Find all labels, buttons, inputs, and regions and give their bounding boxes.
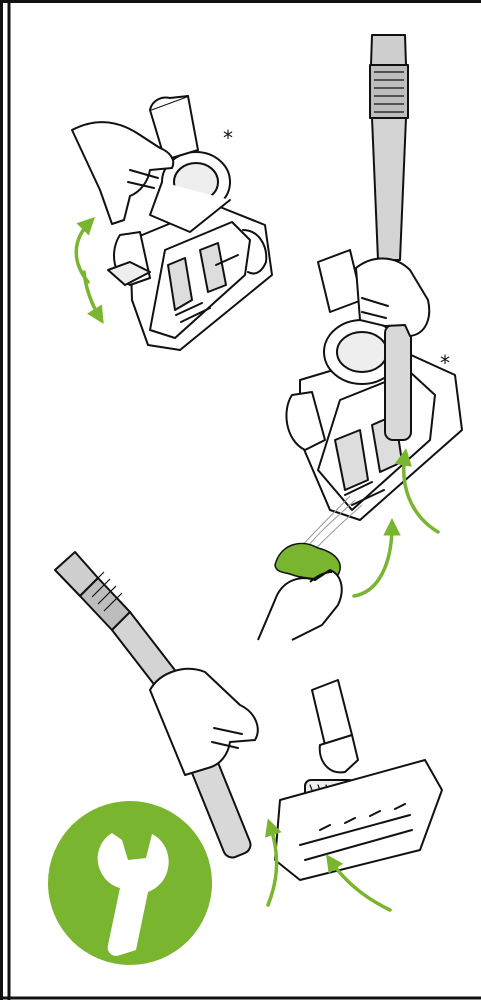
step2-vacuum-pole	[369, 34, 409, 261]
step3-nozzle-illustration	[149, 667, 443, 881]
step2-nozzle-illustration	[285, 249, 463, 521]
wrench-icon	[48, 801, 212, 965]
rotate-arrow-icon	[74, 217, 104, 324]
step2-footnote-mark: *	[440, 351, 450, 375]
curved-arrow-icon	[265, 818, 392, 912]
step1-footnote-mark: *	[223, 126, 233, 150]
step2-lower-hand	[257, 569, 343, 641]
curved-arrow-icon	[352, 448, 440, 598]
step1-nozzle-illustration	[71, 95, 273, 351]
